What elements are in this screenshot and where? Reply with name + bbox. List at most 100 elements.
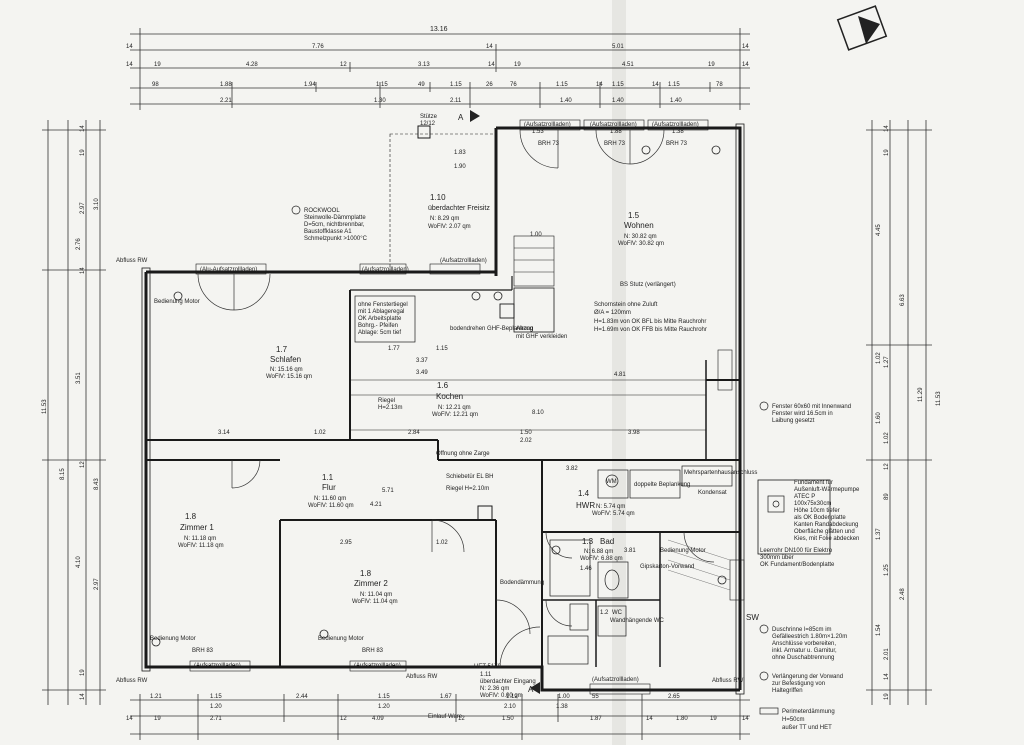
label: BRH 83 [192,648,214,654]
dim: 3.98 [628,430,640,436]
dim: 1.15 [450,82,462,88]
stuetze-label: Stütze 12/12 [420,114,438,127]
dim: 2.01 [884,648,890,660]
dim: 1.15 [668,82,680,88]
room-kochen: 1.6 Kochen N: 12.21 qm WoFlV: 12.21 qm [432,381,478,418]
dim: 6.63 [900,294,906,306]
fundament-note: Fundament für Außenluft-Wärmepumpe ATEC … [760,480,860,568]
label: Abfluss RW [116,678,148,684]
label: BRH 73 [538,141,560,147]
dim: 19 [710,716,717,722]
note-line: D=5cm, nichtbrennbar, [304,222,365,228]
motor-icons [151,145,727,647]
dim: 2.71 [210,716,222,722]
note-line: Leerrohr DN100 für Elektro [760,548,833,554]
note-line: Außenluft-Wärmepumpe [794,487,860,493]
label: 12/12 [420,121,436,127]
dim: 14 [126,62,133,68]
dim: 1.60 [876,412,882,424]
note-line: als OK Bodenplatte [794,515,846,521]
label: Riegel H=2.10m [446,486,489,492]
label: Abfluss RW [406,674,438,680]
label: Mehrspartenhausanschluss [684,470,757,476]
room-number: 1.5 [628,211,640,220]
dim: 14 [80,693,86,700]
legend-line: außer TT und HET [782,725,832,731]
note-line: ohne Duschabtrennung [772,655,834,661]
room-area: N: 8.29 qm [430,216,459,222]
kitchen-notes: ohne Fenstertiegel mit 1 Ablageregal OK … [358,302,567,492]
label: Riegel [378,398,395,404]
note-line: mit 1 Ablageregal [358,309,404,315]
note-line: Laibung gesetzt [772,418,815,424]
note-line: Haltegriffen [772,688,803,694]
label: (Aufsatzrollladen) [354,663,401,669]
section-label: A [528,685,534,694]
dim: 2.21 [220,98,232,104]
dim: 2.11 [450,98,462,104]
room-wofiv: WoFlV: 5.74 qm [592,511,635,517]
dim: 2.97 [80,202,86,214]
dim: 14 [646,716,653,722]
right-dimension-text: 14 19 4.45 6.63 1.02 1.27 11.29 11.53 1.… [876,125,942,700]
note-line: Gefälleestrich 1.80m×1.20m [772,634,847,640]
label: Öffnung ohne Zarge [436,450,490,457]
dim: 1.38 [556,704,568,710]
dim: 3.51 [76,372,82,384]
dim: 2.02 [520,438,532,444]
room-schlafen: 1.7 Schlafen N: 15.16 qm WoFlV: 15.16 qm [266,345,312,380]
dim: 2.48 [900,588,906,600]
label: Bedienung Motor [154,299,200,305]
dim: 14 [884,125,890,132]
label: Abzug [516,326,533,332]
dim: 2.65 [668,694,680,700]
dim: 1.15 [436,346,448,352]
room-eingang: 1.11 überdachter Eingang N: 2.36 qm WoFl… [480,672,536,699]
dim: 1.15 [612,82,624,88]
dim: 1.21 [150,694,162,700]
note-line: Kies, mit Folie abdecken [794,536,859,542]
dim: 1.50 [502,716,514,722]
room-name: Wohnen [624,221,654,230]
room-number: 1.8 [360,569,372,578]
dim: 1.50 [520,430,532,436]
dim: 2.10 [504,704,516,710]
note-line: Fenster 60x60 mit Innenwand [772,404,851,410]
note-line: OK Arbeitsplatte [358,316,402,322]
label: Wandhängende WC [610,618,664,624]
dim: 3.37 [416,358,428,364]
dim: 1.15 [556,82,568,88]
dim: 14 [80,267,86,274]
dim: 12 [340,716,347,722]
dim: 78 [716,82,723,88]
dim: 1.15 [376,82,388,88]
label: mit GHF verkleiden [516,334,567,340]
dim: 2.76 [76,238,82,250]
walls [141,119,831,695]
room-name: Schlafen [270,355,301,364]
dim: 14 [742,716,749,722]
dim: 14 [126,44,133,50]
label: (Aufsatzrollladen) [440,258,487,264]
note-vorwand: Verlängerung der Vorwand zur Befestigung… [759,671,843,694]
note-line: H=1.69m von OK FFB bis Mitte Rauchrohr [594,327,707,333]
dim: 1.40 [612,98,624,104]
note-line: inkl. Armatur u. Garnitur, [772,648,837,654]
top-dimension-text: 13.16 14 7.76 14 5.01 14 14 19 4.28 12 3… [126,26,749,104]
dim: 12 [884,463,890,470]
dim: 4.21 [370,502,382,508]
legend-line: Perimeterdämmung [782,709,835,715]
dim: 11.53 [42,399,48,414]
dim: 1.77 [388,346,400,352]
dim: 1.20 [378,704,390,710]
dim: 1.46 [580,566,592,572]
label: (Alu-Aufsatzrollladen) [200,267,257,273]
note-line: Ablage: 5cm tief [358,330,401,336]
room-area: N: 11.04 qm [360,592,392,598]
dim: 1.40 [670,98,682,104]
dim: 19 [708,62,715,68]
room-name: Zimmer 1 [180,523,214,532]
dim: 19 [884,693,890,700]
sw-label: SW [746,613,759,622]
dim: 3.14 [218,430,230,436]
